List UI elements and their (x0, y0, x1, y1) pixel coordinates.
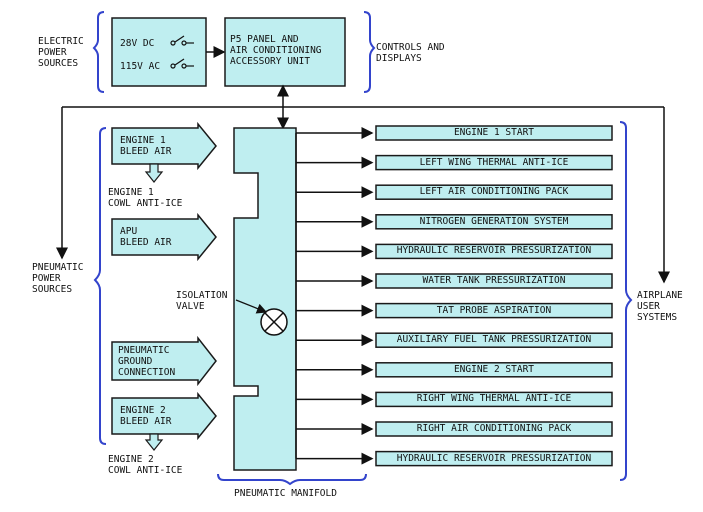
user-system-label: NITROGEN GENERATION SYSTEM (419, 215, 569, 227)
user-system-label: LEFT WING THERMAL ANTI-ICE (419, 156, 569, 168)
user-system-label: TAT PROBE ASPIRATION (436, 304, 552, 316)
user-system-box (375, 302, 613, 319)
engine2-cowl-label: ENGINE 2 COWL ANTI-ICE (108, 454, 183, 476)
p5-panel-label: P5 PANEL AND AIR CONDITIONING ACCESSORY … (230, 34, 322, 67)
user-system-box (375, 421, 613, 437)
user-system-box (375, 332, 613, 348)
user-systems-bracket (619, 121, 633, 481)
electric-power-box (111, 17, 207, 87)
dc-label: 28V DC (120, 38, 155, 49)
user-system-box (375, 154, 613, 171)
pneumatic-manifold-label: PNEUMATIC MANIFOLD (234, 488, 337, 499)
user-system-box (375, 243, 613, 260)
user-system-label: HYDRAULIC RESERVOIR PRESSURIZATION (396, 452, 592, 464)
manifold-bracket (217, 473, 367, 486)
controls-bracket (363, 11, 376, 93)
user-system-arrows (295, 125, 613, 467)
ground-connection-source (111, 335, 217, 387)
engine2-bleed-label: ENGINE 2 BLEED AIR (120, 405, 172, 427)
user-system-label: RIGHT AIR CONDITIONING PACK (416, 423, 572, 434)
engine1-bleed-source (111, 121, 217, 171)
isolation-valve-label: ISOLATION VALVE (176, 290, 228, 312)
airplane-user-systems-label: AIRPLANE USER SYSTEMS (637, 290, 683, 323)
user-system-label: WATER TANK PRESSURIZATION (422, 275, 566, 286)
user-system-label: ENGINE 1 START (453, 127, 535, 138)
ac-label: 115V AC (120, 61, 161, 72)
engine2-bleed-source (111, 391, 217, 441)
user-system-label: RIGHT WING THERMAL ANTI-ICE (416, 393, 572, 405)
ground-connection-label: PNEUMATIC GROUND CONNECTION (118, 345, 176, 378)
dc-switch-icon (170, 35, 194, 46)
user-system-box (375, 214, 613, 230)
controls-and-displays-label: CONTROLS AND DISPLAYS (376, 42, 445, 64)
pneumatic-manifold (233, 127, 297, 471)
engine1-cowl-arrow (144, 163, 164, 183)
user-system-box (375, 184, 613, 200)
electric-power-sources-label: ELECTRIC POWER SOURCES (38, 36, 84, 69)
user-system-box (375, 391, 613, 408)
pneumatic-sources-bracket (93, 127, 107, 445)
engine1-bleed-label: ENGINE 1 BLEED AIR (120, 135, 172, 157)
user-system-box (375, 125, 613, 141)
engine1-cowl-label: ENGINE 1 COWL ANTI-ICE (108, 187, 183, 209)
user-system-box (375, 450, 613, 467)
user-system-label: ENGINE 2 START (453, 363, 535, 375)
p5-panel-box (224, 17, 346, 87)
user-system-box (375, 362, 613, 378)
user-system-label: HYDRAULIC RESERVOIR PRESSURIZATION (396, 245, 592, 257)
engine2-cowl-arrow (144, 433, 164, 451)
user-system-label: LEFT AIR CONDITIONING PACK (419, 186, 569, 198)
apu-bleed-source (111, 212, 217, 262)
pneumatic-power-sources-label: PNEUMATIC POWER SOURCES (32, 262, 84, 295)
ac-switch-icon (170, 58, 194, 69)
apu-bleed-label: APU BLEED AIR (120, 226, 172, 248)
electric-sources-bracket (92, 11, 105, 93)
user-system-label: AUXILIARY FUEL TANK PRESSURIZATION (396, 334, 592, 346)
user-system-box (375, 273, 613, 289)
